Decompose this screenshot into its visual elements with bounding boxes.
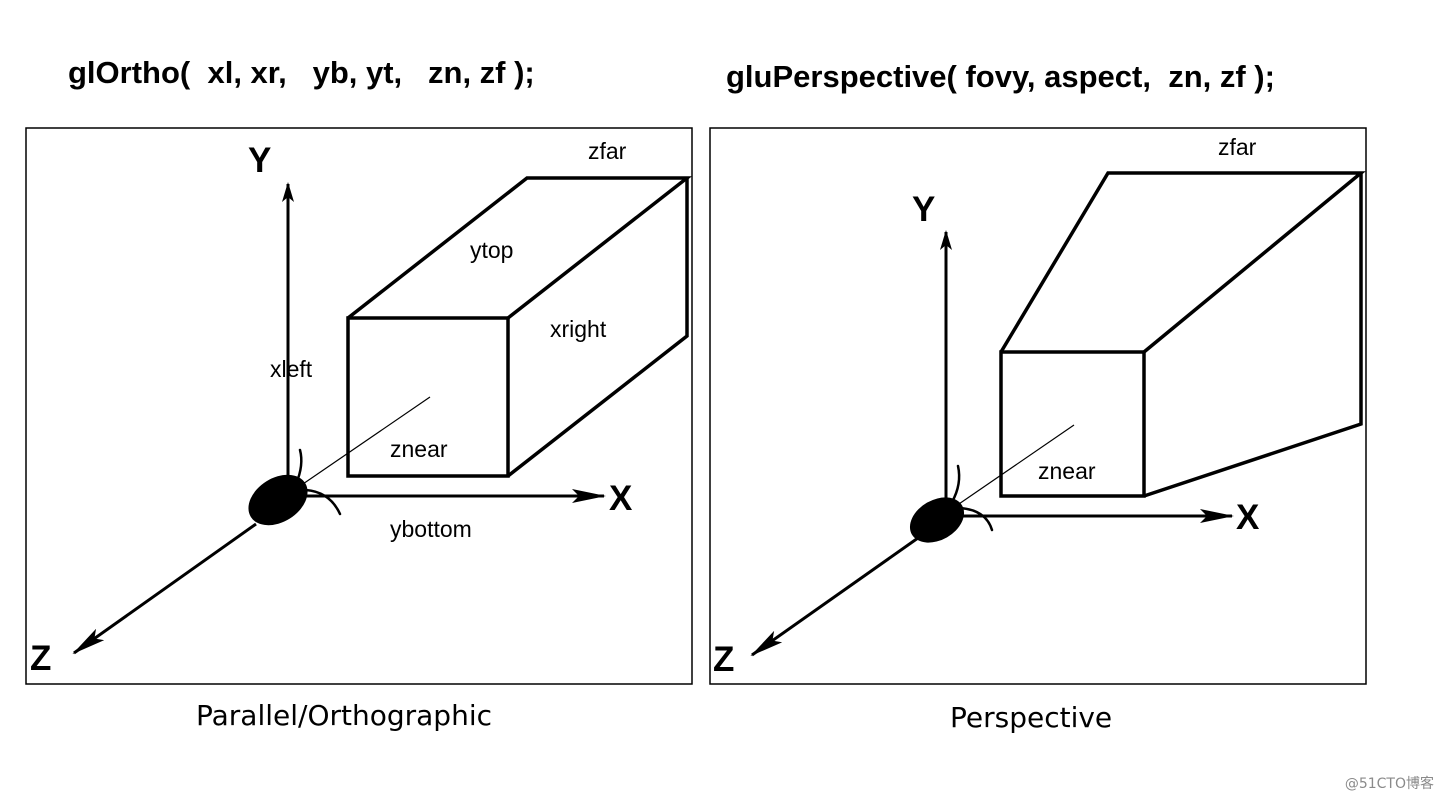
persp-view-frustum	[999, 171, 1366, 498]
persp-x-label: X	[1236, 498, 1260, 537]
orthographic-frame	[25, 127, 693, 685]
ortho-view-volume	[346, 176, 693, 478]
persp-right-face	[1143, 173, 1363, 498]
ortho-zfar-label: zfar	[588, 138, 627, 164]
ortho-z-label: Z	[30, 639, 51, 678]
ortho-x-label: X	[609, 479, 633, 518]
perspective-caption: Perspective	[950, 701, 1112, 734]
persp-eye-bug-icon	[909, 464, 994, 543]
ortho-znear-label: znear	[390, 436, 448, 462]
persp-z-axis	[750, 536, 919, 657]
persp-z-label: Z	[713, 640, 734, 679]
persp-znear-label: znear	[1038, 458, 1096, 484]
persp-zfar-label: zfar	[1218, 134, 1257, 160]
perspective-frame	[709, 127, 1367, 685]
orthographic-panel: glOrtho( xl, xr, yb, yt, zn, zf ); Y X Z…	[25, 55, 693, 732]
ortho-eye-bug-icon	[248, 448, 342, 526]
persp-sight-line	[955, 424, 1075, 507]
orthographic-caption: Parallel/Orthographic	[196, 699, 492, 732]
ortho-xleft-label: xleft	[270, 356, 313, 382]
ortho-sight-line	[299, 396, 431, 487]
ortho-y-label: Y	[248, 141, 271, 180]
ortho-ybottom-label: ybottom	[390, 516, 472, 542]
ortho-top-face	[346, 176, 693, 320]
perspective-panel: gluPerspective( fovy, aspect, zn, zf ); …	[709, 59, 1367, 734]
ortho-z-axis	[72, 522, 257, 655]
watermark: @51CTO博客	[1345, 775, 1434, 792]
ortho-ytop-label: ytop	[470, 237, 513, 263]
persp-top-face	[999, 171, 1366, 354]
gluperspective-title: gluPerspective( fovy, aspect, zn, zf );	[726, 59, 1275, 94]
glortho-title: glOrtho( xl, xr, yb, yt, zn, zf );	[68, 55, 535, 90]
ortho-xright-label: xright	[550, 316, 607, 342]
persp-y-label: Y	[912, 190, 935, 229]
ortho-right-face	[506, 178, 689, 478]
